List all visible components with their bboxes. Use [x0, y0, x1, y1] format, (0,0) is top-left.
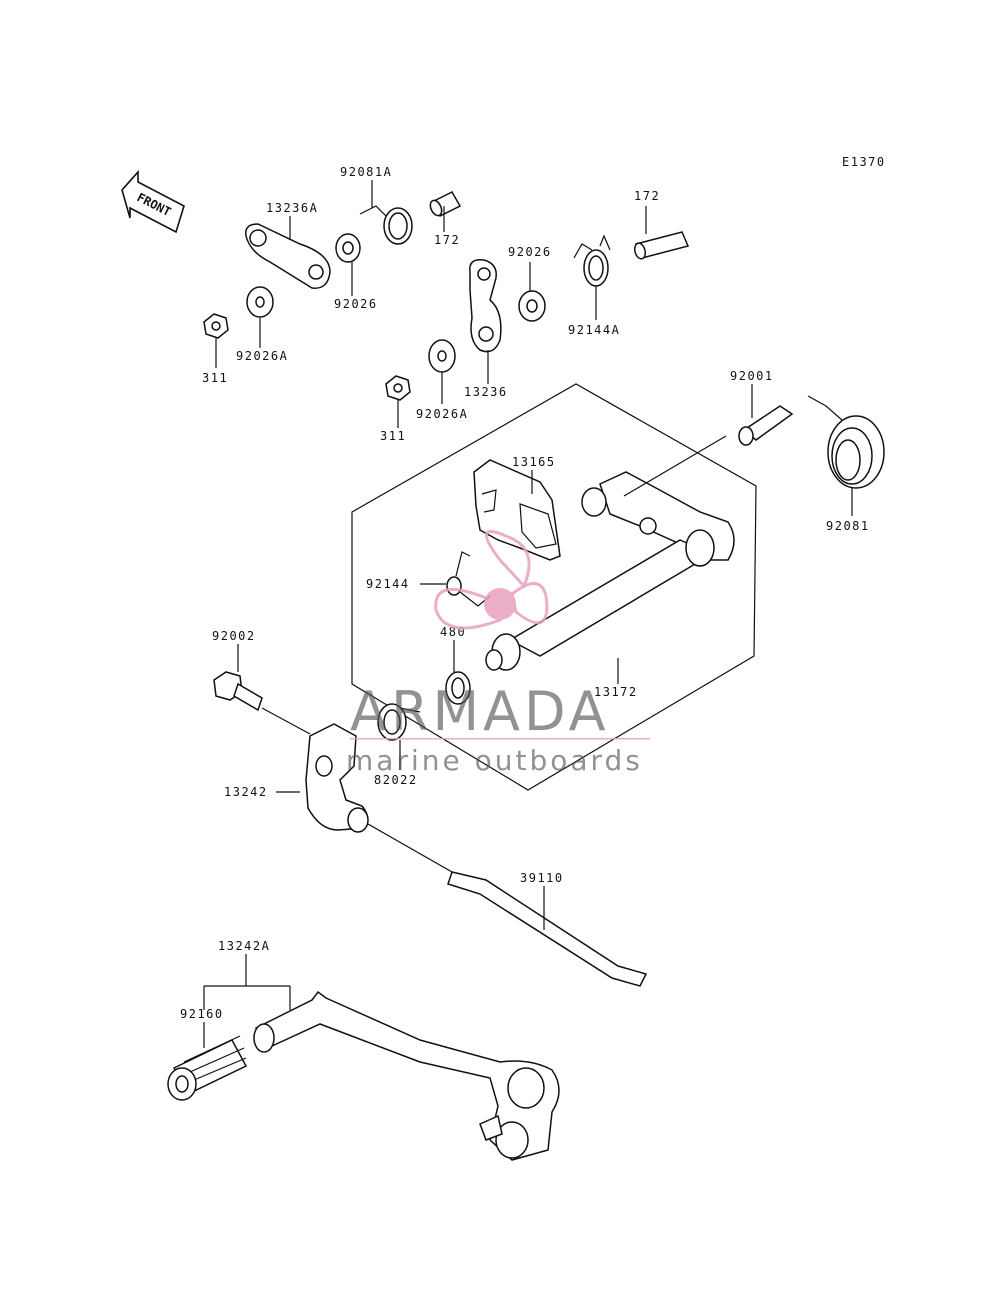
- label-92001: 92001: [730, 369, 774, 383]
- label-13242A: 13242A: [218, 939, 270, 953]
- diagram-code: E1370: [842, 155, 886, 169]
- label-92081: 92081: [826, 519, 870, 533]
- part-172b: [633, 231, 690, 260]
- label-172b: 172: [634, 189, 660, 203]
- label-39110: 39110: [520, 871, 564, 885]
- watermark: ARMADA marine outboards: [346, 530, 650, 777]
- part-92026Aa: [246, 286, 274, 318]
- part-13236A: [245, 223, 331, 289]
- part-82022: [377, 703, 407, 741]
- label-92002: 92002: [212, 629, 256, 643]
- part-92160: [167, 1035, 248, 1101]
- label-92144: 92144: [366, 577, 410, 591]
- propeller-logo-icon: [434, 530, 549, 630]
- watermark-brand: ARMADA: [350, 680, 610, 743]
- watermark-tagline: marine outboards: [346, 744, 643, 777]
- part-172a: [429, 191, 462, 217]
- part-92081A: [359, 205, 413, 245]
- part-92144A: [573, 234, 611, 287]
- part-92081: [807, 395, 885, 489]
- label-311a: 311: [202, 371, 228, 385]
- part-13242A: [253, 990, 560, 1161]
- label-13165: 13165: [512, 455, 556, 469]
- label-13236A: 13236A: [266, 201, 318, 215]
- part-92026b: [518, 290, 546, 322]
- part-39110: [447, 871, 648, 987]
- label-82022: 82022: [374, 773, 418, 787]
- part-92002: [213, 671, 263, 712]
- label-92160: 92160: [180, 1007, 224, 1021]
- label-92144A: 92144A: [568, 323, 620, 337]
- leader-lines: [203, 180, 853, 1048]
- label-13172: 13172: [594, 685, 638, 699]
- label-92026Aa: 92026A: [236, 349, 288, 363]
- label-92026Ab: 92026A: [416, 407, 468, 421]
- label-172a: 172: [434, 233, 460, 247]
- label-92026b: 92026: [508, 245, 552, 259]
- part-311a: [203, 313, 229, 339]
- part-13165: [473, 459, 561, 561]
- label-92081A: 92081A: [340, 165, 392, 179]
- front-arrow-icon: FRONT: [121, 169, 185, 234]
- part-13236: [469, 259, 502, 353]
- part-13242: [305, 723, 369, 833]
- label-13242: 13242: [224, 785, 268, 799]
- label-13236: 13236: [464, 385, 508, 399]
- label-92026a: 92026: [334, 297, 378, 311]
- part-92026a: [335, 233, 361, 263]
- part-labels: 92081A 13236A 172 172 92026 92026 92144A…: [180, 165, 870, 1021]
- part-92026Ab: [428, 339, 456, 373]
- part-311b: [385, 375, 411, 401]
- part-92001: [738, 405, 794, 446]
- assembly-box: [351, 383, 757, 791]
- label-311b: 311: [380, 429, 406, 443]
- part-13172: [485, 471, 735, 671]
- part-480: [445, 671, 471, 705]
